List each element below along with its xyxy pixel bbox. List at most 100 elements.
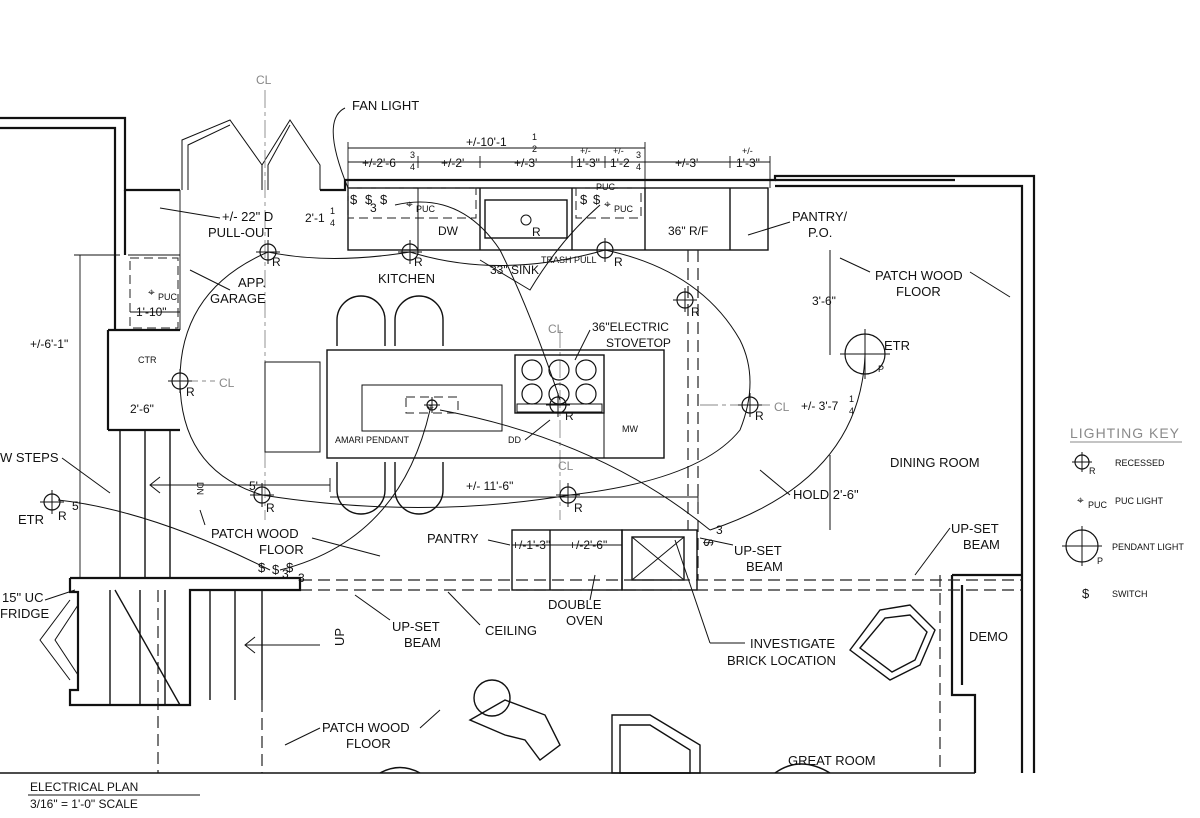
- plan-title: ELECTRICAL PLAN: [30, 780, 138, 794]
- switch-symbol: $: [580, 192, 588, 207]
- dim-d4-pm: +/-: [580, 146, 591, 156]
- switch-three-way: 3: [716, 523, 723, 537]
- pantry-label: PANTRY: [427, 531, 479, 546]
- dim-2-1-frac-den: 4: [330, 218, 335, 228]
- dim-3-7-frac-den: 4: [849, 406, 854, 416]
- recessed-light-3: [593, 238, 617, 262]
- key-pendant-label: PENDANT LIGHT: [1112, 542, 1184, 552]
- switch-symbol: $: [701, 539, 716, 547]
- dim-d5: 1'-2: [610, 156, 630, 170]
- lighting-key-title: LIGHTING KEY: [1070, 425, 1180, 441]
- room-labels: FAN LIGHT +/- 22" D PULL-OUT APP. GARAGE…: [0, 98, 1008, 768]
- dim-2-1-frac-num: 1: [330, 206, 335, 216]
- recessed-light-2: [398, 240, 422, 264]
- dim-d6: +/-3': [675, 156, 698, 170]
- amari-pendant-label: AMARI PENDANT: [335, 435, 410, 445]
- puc-icon: ⌖: [148, 285, 155, 299]
- w-steps-label: W STEPS: [0, 450, 59, 465]
- dim-2-6-left: 2'-6": [130, 402, 154, 416]
- etr-label-left: ETR: [18, 512, 44, 527]
- patch-wood-s-line2: FLOOR: [346, 736, 391, 751]
- recessed-light-4: [673, 288, 697, 312]
- puc-lights: ⌖ PUC ⌖ PUC PUC ⌖ PUC ⌖: [148, 182, 634, 414]
- great-room-label: GREAT ROOM: [788, 753, 876, 768]
- investigate-line1: INVESTIGATE: [750, 636, 835, 651]
- uc-fridge-line1: 15" UC: [2, 590, 43, 605]
- recessed-light-5: [168, 369, 192, 393]
- ceiling-label: CEILING: [485, 623, 537, 638]
- switch-symbol: $: [286, 560, 294, 575]
- r-label: R: [565, 409, 574, 423]
- hold-2-6-label: HOLD 2'-6": [793, 487, 859, 502]
- cl-label-stove: CL: [548, 322, 564, 336]
- dining-room-label: DINING ROOM: [890, 455, 980, 470]
- up-set-beam-right-line2: BEAM: [963, 537, 1000, 552]
- great-room-furniture: [0, 604, 975, 774]
- up-set-beam-left-line2: BEAM: [404, 635, 441, 650]
- key-recessed-icon: [1072, 452, 1092, 472]
- recessed-light-8: [250, 483, 274, 507]
- up-set-beam-center-line2: BEAM: [746, 559, 783, 574]
- patch-wood-mid-line2: FLOOR: [259, 542, 304, 557]
- pendant-light-island: [424, 397, 440, 413]
- lower-stairs: [39, 476, 320, 707]
- puc-label: PUC: [158, 292, 178, 302]
- app-garage-line2: GARAGE: [210, 291, 266, 306]
- puc-icon: ⌖: [427, 400, 434, 414]
- lighting-key: LIGHTING KEY R RECESSED ⌖ PUC PUC LIGHT …: [1062, 425, 1184, 601]
- switch-three-way: 3: [282, 567, 289, 581]
- switches: $ $ $ 3 $ $ $ $ $ 3 3 $ 3: [258, 192, 723, 585]
- double-oven-line1: DOUBLE: [548, 597, 602, 612]
- dim-d4: 1'-3": [576, 156, 600, 170]
- demo-label: DEMO: [969, 629, 1008, 644]
- dim-d5-frac-num: 3: [636, 150, 641, 160]
- dim-5: 5': [249, 479, 258, 493]
- key-switch-icon: $: [1082, 586, 1090, 601]
- dim-3-7: +/- 3'-7: [801, 399, 839, 413]
- up-set-beam-center-line1: UP-SET: [734, 543, 782, 558]
- cl-label-island: CL: [558, 459, 574, 473]
- leader-lines: [44, 207, 1011, 746]
- r-label: R: [272, 255, 281, 269]
- dim-1-3: +/-1'-3": [512, 538, 550, 552]
- sink-label: 33" SINK: [490, 263, 539, 277]
- puc-label: PUC: [596, 182, 616, 192]
- dd-label: DD: [508, 435, 521, 445]
- dim-overall-frac-den: 2: [532, 144, 537, 154]
- dim-2-6-b: +/-2'-6": [569, 538, 607, 552]
- switch-symbol: $: [380, 192, 388, 207]
- puc-label: PUC: [614, 204, 634, 214]
- mw-label: MW: [622, 424, 638, 434]
- patch-wood-ne-line1: PATCH WOOD: [875, 268, 963, 283]
- switch-symbol: $: [272, 562, 280, 577]
- up-set-beam-left-line1: UP-SET: [392, 619, 440, 634]
- switch-three-way: 3: [298, 571, 305, 585]
- dim-d1-frac-num: 3: [410, 150, 415, 160]
- dim-d7: 1'-3": [736, 156, 760, 170]
- dim-6-1: +/-6'-1": [30, 337, 68, 351]
- patch-wood-ne-line2: FLOOR: [896, 284, 941, 299]
- key-pendant-icon: [1062, 526, 1102, 566]
- puc-label: PUC: [416, 204, 436, 214]
- dim-d5-pm: +/-: [613, 146, 624, 156]
- dim-2-1: 2'-1: [305, 211, 325, 225]
- etr-label-dining: ETR: [884, 338, 910, 353]
- cl-label-top: CL: [256, 73, 272, 87]
- french-doors: [181, 119, 321, 190]
- key-p-label: P: [1097, 556, 1103, 566]
- stovetop-line2: STOVETOP: [606, 336, 671, 350]
- recessed-light-1: [256, 240, 280, 264]
- dw-label: DW: [438, 224, 459, 238]
- dim-d7-pm: +/-: [742, 146, 753, 156]
- trash-pull-label: TRASH PULL: [541, 255, 597, 265]
- lower-counters: [511, 529, 698, 591]
- pull-out-label-line2: PULL-OUT: [208, 225, 272, 240]
- up-set-beam-right-line1: UP-SET: [951, 521, 999, 536]
- top-dimensions: +/-10'-1 1 2 +/-2'-6 3 4 +/-2' +/-3' +/-…: [305, 132, 771, 228]
- switch-symbol: $: [365, 192, 373, 207]
- key-r-label: R: [1089, 466, 1096, 476]
- dim-11-6: +/- 11'-6": [466, 479, 513, 493]
- r-label: R: [532, 225, 541, 239]
- switch-symbol: $: [258, 560, 266, 575]
